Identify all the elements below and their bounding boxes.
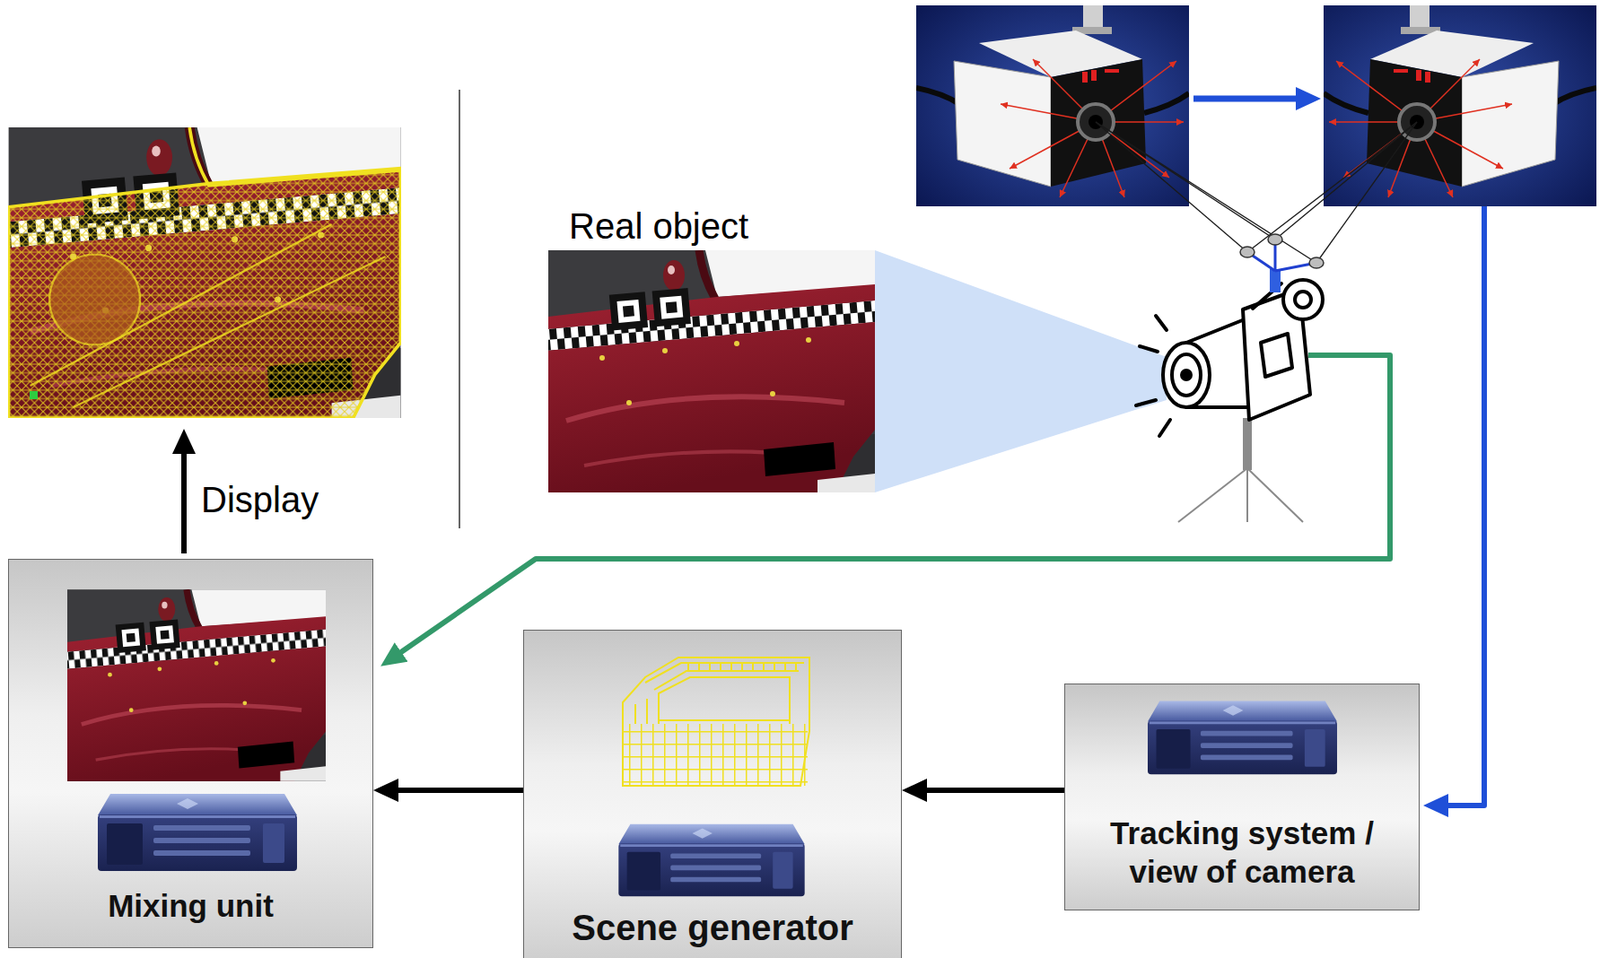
real-object-photo [542,250,877,493]
wireframe-model [687,663,803,672]
tracking-system-box: Tracking system / view of camera [1064,683,1420,911]
video-camera [1162,342,1210,408]
unit-label: Tracking system / view of camera [1089,813,1395,893]
sight-lines [1095,122,1317,263]
video-camera [1155,315,1167,331]
tracking-camera-photo [1323,5,1597,207]
video-camera [1283,279,1323,320]
tripod [1247,468,1303,523]
sight-lines [1095,122,1248,253]
unit-label: Scene generator [571,905,853,951]
wireframe-model [645,663,805,683]
marker-tree [1247,239,1317,272]
ar-output-photo [0,127,403,419]
marker-tree [1240,234,1324,293]
tripod [1178,468,1303,523]
divider-line [458,89,461,529]
tracking-system-icons [1147,701,1338,776]
mixing-unit-icons [97,794,298,872]
wireframe-model [622,657,810,787]
mixing-unit-box: Mixing unit [8,559,374,949]
ar-output-photo [29,391,38,400]
flow-arrow [384,787,524,794]
wireframe-model [654,671,799,691]
mixing-unit-icons [62,589,328,782]
marker-tree [1240,234,1324,269]
marker-tree [1240,246,1255,258]
tracking-camera-photo [1323,5,1597,207]
real-object-photo [542,250,877,493]
scene-generator-box: Scene generator [523,629,902,958]
tripod [1178,468,1248,523]
display-arrow [181,439,187,554]
object-label: Real object [568,205,749,247]
tripod [1242,418,1252,471]
object-label: Real object [568,205,749,247]
video-camera [1171,354,1201,396]
view-frustum [874,250,1167,493]
unit-label: Mixing unit [107,886,274,927]
tripod [1246,468,1249,523]
arrow-label: Display [201,479,319,521]
tripod [1178,418,1303,523]
video-camera [1294,291,1312,308]
ar-output-photo [0,127,403,419]
flow-arrow [912,787,1065,794]
tracking-camera-photo [916,5,1190,207]
tracking-camera-photo [916,5,1190,207]
video-camera [1136,400,1156,406]
marker-tree [1269,269,1281,293]
video-camera [1260,333,1293,377]
video-camera [1136,279,1323,437]
marker-tree [1309,257,1324,269]
tracker-arrow [1193,96,1311,103]
sight-lines [1095,122,1417,263]
video-camera [1159,419,1171,437]
video-camera [1139,346,1158,352]
tracking-data-line [1433,206,1485,806]
wireframe-model [658,677,790,721]
video-signal-line [389,355,1391,661]
video-camera [1181,370,1191,380]
wireframe-model [622,724,808,787]
wireframe-model [622,657,810,787]
wireframe-model [622,657,810,787]
arrow-label: Display [201,479,319,521]
ar-output-photo [8,127,402,419]
marker-tree [1267,234,1283,245]
sight-lines [1316,122,1417,263]
wireframe-model [635,699,647,725]
sight-lines [1247,122,1417,253]
scene-generator-icons [618,824,805,897]
